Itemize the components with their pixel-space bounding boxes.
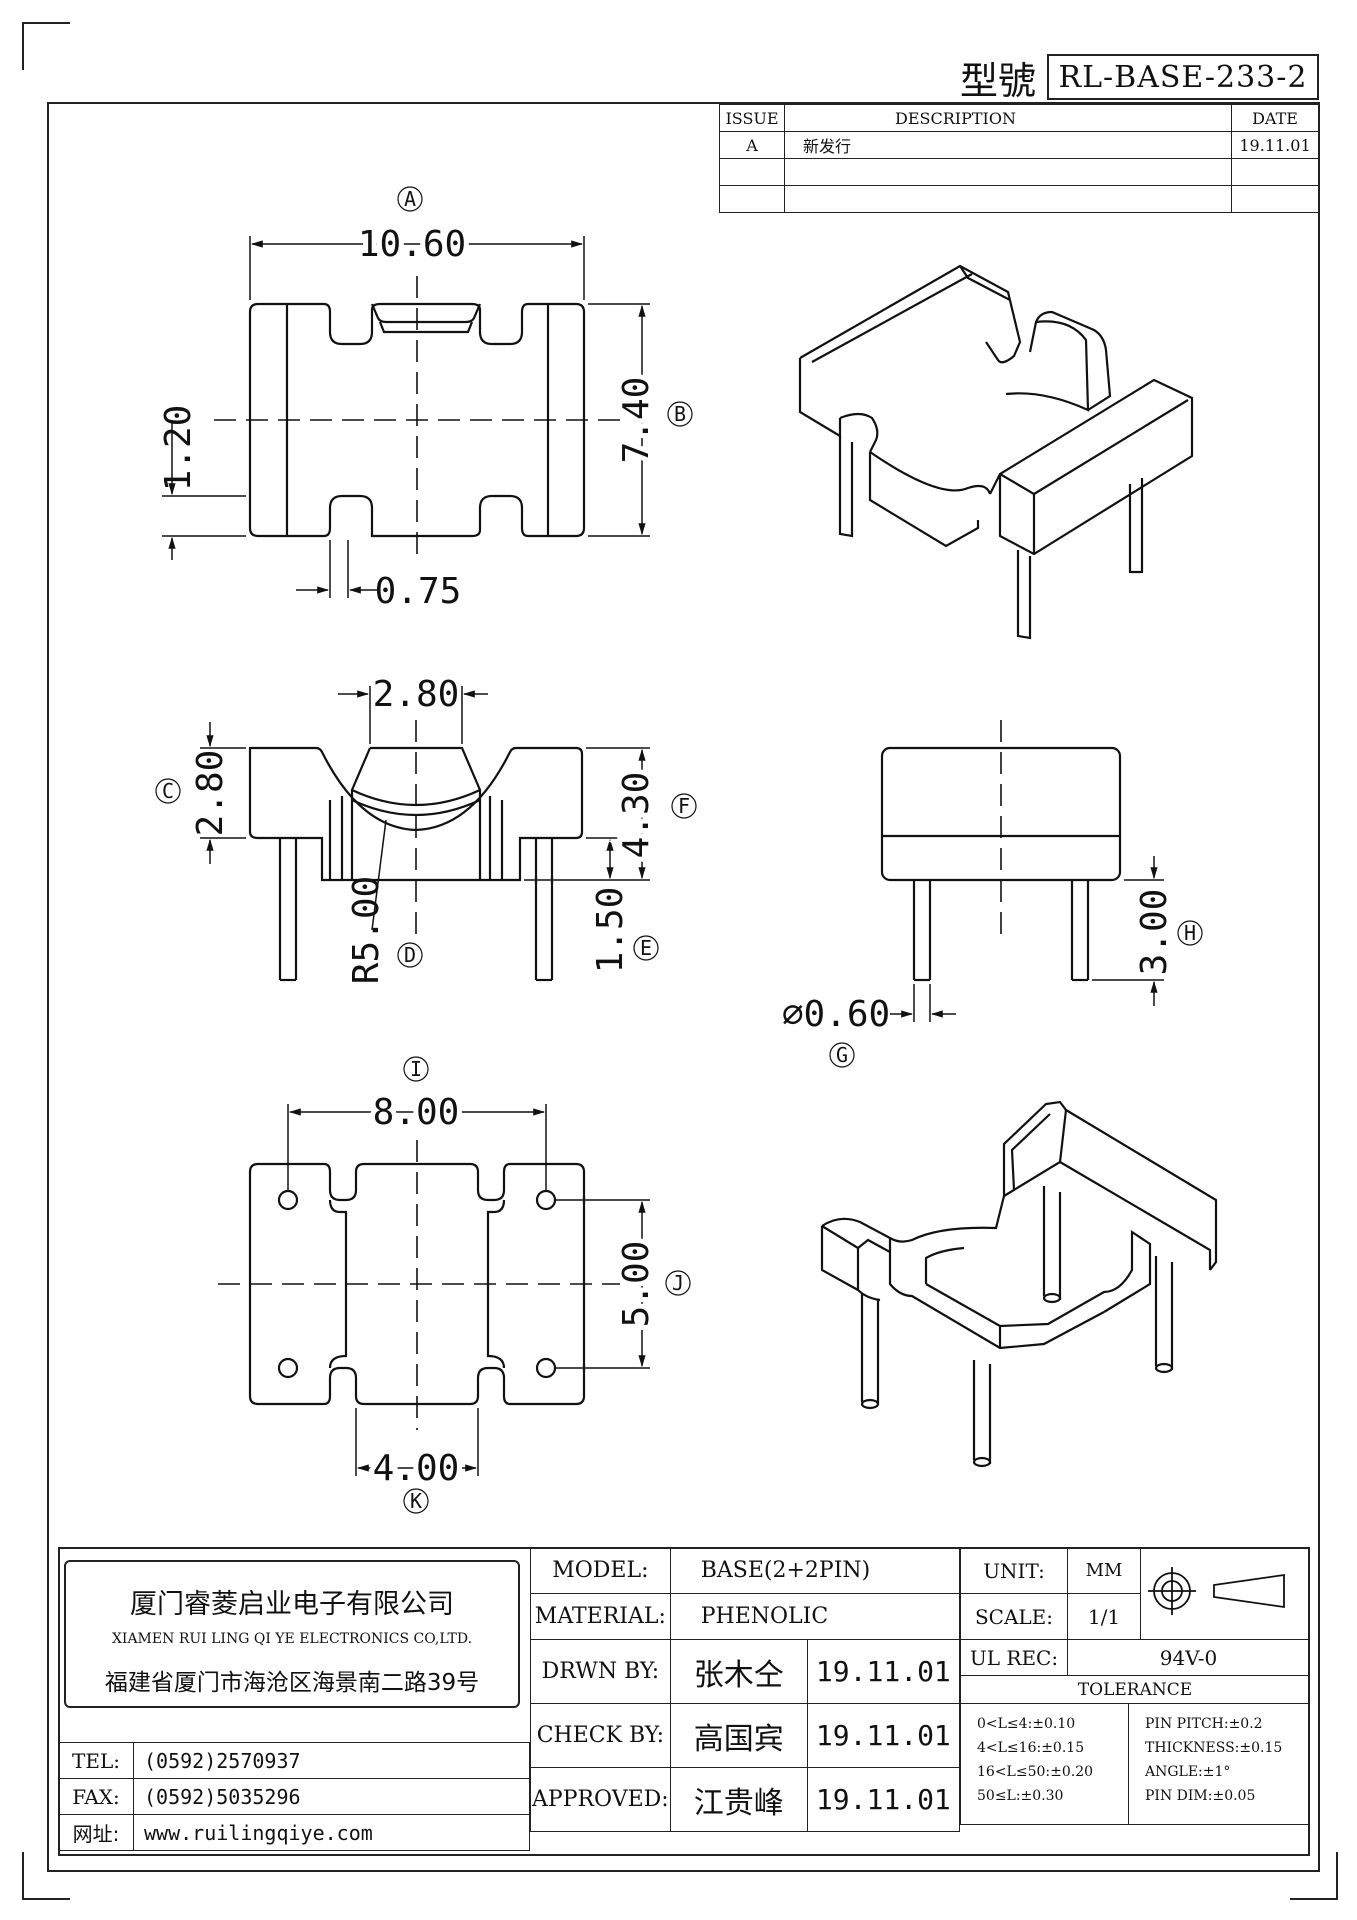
dim-b-sub-value: 1.20 [158, 405, 199, 492]
web-label: 网址: [58, 1814, 134, 1851]
drwn-date: 19.11.01 [806, 1639, 961, 1704]
dim-b-value: 7.40 [616, 377, 657, 464]
check-date: 19.11.01 [806, 1703, 961, 1768]
tolerance-item: 50≤L:±0.30 [977, 1788, 1064, 1804]
tolerance-item: THICKNESS:±0.15 [1145, 1740, 1283, 1756]
isometric-view-bottom [820, 1100, 1218, 1468]
dim-f-value: 4.30 [616, 772, 657, 859]
dim-e-label: E [640, 936, 652, 960]
dim-d-value: R5.00 [346, 876, 387, 984]
dim-e-value: 1.50 [590, 887, 631, 974]
unit-label: UNIT: [960, 1547, 1068, 1594]
material-field-label: MATERIAL: [530, 1593, 671, 1640]
scale-label: SCALE: [960, 1593, 1068, 1640]
model-field-label: MODEL: [530, 1547, 671, 1594]
tolerance-label: TOLERANCE [960, 1675, 1310, 1704]
rev-description [784, 185, 1232, 213]
ul-label: UL REC: [960, 1639, 1068, 1676]
front-view [200, 686, 650, 982]
approved-name: 江贵峰 [669, 1767, 808, 1832]
scale-value: 1/1 [1067, 1593, 1141, 1640]
drawing-views: A 10.60 7.40 B 1.20 0.75 2.80 C 2.80 4.3… [155, 186, 1218, 1514]
fax-label: FAX: [58, 1778, 134, 1815]
tel-label: TEL: [58, 1742, 134, 1779]
dim-b-label: B [674, 402, 686, 426]
rev-date [1231, 185, 1319, 213]
tolerance-item: PIN DIM:±0.05 [1145, 1788, 1256, 1804]
tolerance-length-list: 0<L≤4:±0.10 4<L≤16:±0.15 16<L≤50:±0.20 5… [961, 1704, 1129, 1824]
company-address: 福建省厦门市海沧区海景南二路39号 [104, 1670, 480, 1696]
dim-k-value: 4.00 [373, 1448, 460, 1489]
tolerance-item: 0<L≤4:±0.10 [977, 1716, 1076, 1732]
corner-mark-br [1290, 1852, 1338, 1900]
model-field-value: BASE(2+2PIN) [669, 1547, 961, 1594]
tolerance-item: 4<L≤16:±0.15 [977, 1740, 1085, 1756]
dim-d-label: D [404, 943, 416, 967]
spec-table: UNIT: MM SCALE: 1/1 UL REC: 94V-0 TOLERA… [960, 1547, 1310, 1825]
rev-description: 新发行 [784, 131, 1232, 159]
projection-symbol-cell [1140, 1547, 1310, 1640]
approved-date: 19.11.01 [806, 1767, 961, 1832]
projection-symbol-icon [1148, 1567, 1285, 1615]
dim-k-label: K [410, 1489, 422, 1513]
tolerance-item: ANGLE:±1° [1145, 1764, 1231, 1780]
model-number: RL-BASE-233-2 [1047, 54, 1319, 100]
dim-top-width-value: 2.80 [373, 674, 460, 715]
dim-slot-value: 0.75 [375, 571, 462, 612]
model-label: 型號 [960, 59, 1037, 103]
tolerance-misc-list: PIN PITCH:±0.2 THICKNESS:±0.15 ANGLE:±1°… [1129, 1704, 1309, 1824]
ul-value: 94V-0 [1067, 1639, 1310, 1676]
check-label: CHECK BY: [530, 1703, 671, 1768]
corner-mark-tl [22, 22, 70, 70]
dim-j-label: J [672, 1271, 684, 1295]
side-view [880, 720, 1164, 1022]
fax-value: (0592)5035296 [133, 1778, 530, 1815]
corner-mark-bl [22, 1852, 70, 1900]
check-name: 高国宾 [669, 1703, 808, 1768]
info-table: MODEL: BASE(2+2PIN) MATERIAL: PHENOLIC D… [530, 1547, 961, 1832]
drwn-label: DRWN BY: [530, 1639, 671, 1704]
top-view [162, 236, 650, 598]
rev-issue [719, 185, 785, 213]
dim-a-label: A [404, 187, 416, 211]
dim-f-label: F [678, 794, 690, 818]
web-value: www.ruilingqiye.com [133, 1814, 530, 1851]
tel-value: (0592)2570937 [133, 1742, 530, 1779]
dim-g-label: G [836, 1043, 848, 1067]
company-box: 厦门睿菱启业电子有限公司 XIAMEN RUI LING QI YE ELECT… [64, 1560, 520, 1708]
rev-header-date: DATE [1231, 104, 1319, 132]
dim-h-value: 3.00 [1134, 889, 1175, 976]
contact-table: TEL: (0592)2570937 FAX: (0592)5035296 网址… [58, 1742, 530, 1851]
dim-c-label: C [162, 779, 174, 803]
approved-label: APPROVED: [530, 1767, 671, 1832]
bottom-view [218, 1104, 650, 1476]
drwn-name: 张木仝 [669, 1639, 808, 1704]
dim-g-value: ∅0.60 [782, 994, 890, 1035]
company-name-en: XIAMEN RUI LING QI YE ELECTRONICS CO,LTD… [111, 1631, 473, 1647]
dim-i-label: I [410, 1057, 422, 1081]
material-field-value: PHENOLIC [669, 1593, 961, 1640]
drawing-frame [47, 102, 1320, 1872]
tolerance-cell: 0<L≤4:±0.10 4<L≤16:±0.15 16<L≤50:±0.20 5… [960, 1703, 1310, 1825]
company-name-cn: 厦门睿菱启业电子有限公司 [130, 1589, 454, 1620]
rev-date: 19.11.01 [1231, 131, 1319, 159]
rev-date [1231, 158, 1319, 186]
dim-h-label: H [1184, 921, 1196, 945]
dim-a-value: 10.60 [358, 224, 466, 265]
tolerance-item: PIN PITCH:±0.2 [1145, 1716, 1263, 1732]
unit-value: MM [1067, 1547, 1141, 1594]
revision-table: ISSUE DESCRIPTION DATE A 新发行 19.11.01 [719, 104, 1319, 213]
dim-j-value: 5.00 [616, 1241, 657, 1328]
dim-c-value: 2.80 [190, 750, 231, 837]
dim-i-value: 8.00 [373, 1092, 460, 1133]
tolerance-item: 16<L≤50:±0.20 [977, 1764, 1094, 1780]
isometric-view-top [798, 264, 1194, 640]
